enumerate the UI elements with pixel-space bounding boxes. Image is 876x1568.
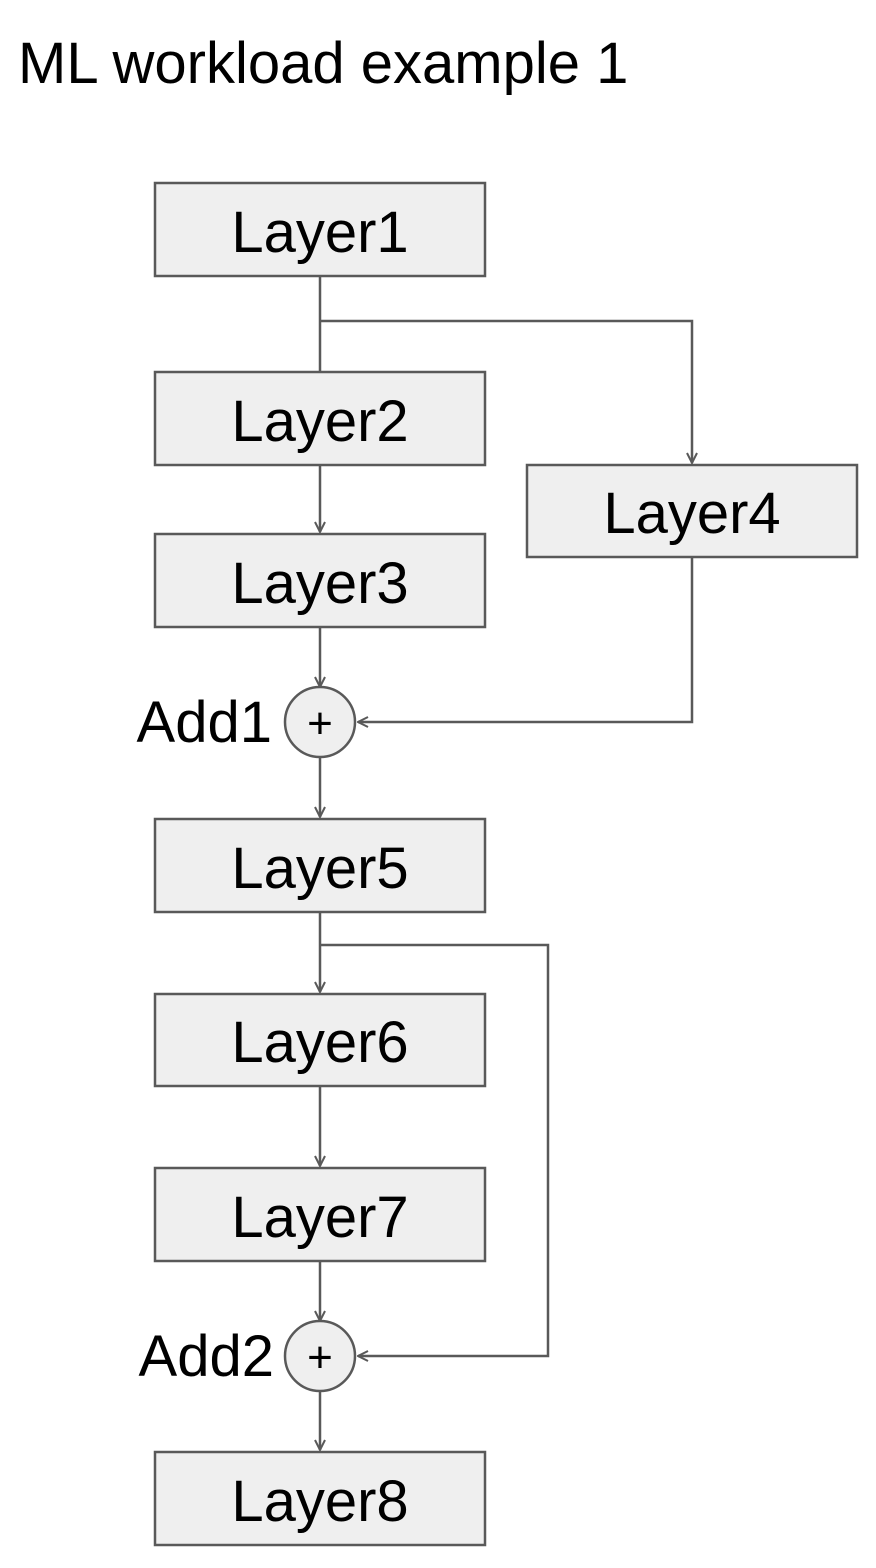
- layer-node-layer3: Layer3: [153, 532, 487, 629]
- layer-label: Layer7: [231, 1185, 408, 1250]
- layer-box: [153, 817, 487, 914]
- edge-layer5-add2: [320, 943, 550, 1356]
- plus-icon: +: [307, 699, 333, 748]
- page-title: ML workload example 1: [18, 31, 629, 96]
- layer-label: Layer1: [231, 200, 408, 265]
- layer-label: Layer8: [231, 1469, 408, 1534]
- layer-node-layer8: Layer8: [153, 1450, 487, 1547]
- add-label: Add2: [139, 1324, 274, 1389]
- add-node-add1: + Add1: [137, 685, 357, 759]
- add-node-add2: + Add2: [139, 1319, 357, 1393]
- plus-icon: +: [307, 1333, 333, 1382]
- layer-box: [153, 370, 487, 467]
- edge-layer4-add1: [358, 557, 694, 722]
- edges: [320, 276, 692, 1450]
- add-label: Add1: [137, 690, 272, 755]
- layer-label: Layer5: [231, 836, 408, 901]
- edge-layer1-layer4: [320, 319, 692, 463]
- add-circle: [283, 685, 357, 759]
- layer-box: [153, 532, 487, 629]
- layer-label: Layer2: [231, 389, 408, 454]
- layer-box: [153, 1450, 487, 1547]
- layer-label: Layer3: [231, 551, 408, 616]
- layer-node-layer7: Layer7: [153, 1166, 487, 1263]
- layer-box: [525, 463, 859, 559]
- layer-label: Layer4: [603, 481, 780, 546]
- layer-node-layer1: Layer1: [153, 181, 487, 278]
- add-circle: [283, 1319, 357, 1393]
- layer-node-layer4: Layer4: [525, 463, 859, 559]
- layer-label: Layer6: [231, 1010, 408, 1075]
- layer-box: [153, 992, 487, 1088]
- layer-node-layer2: Layer2: [153, 370, 487, 467]
- layer-box: [153, 1166, 487, 1263]
- layer-node-layer6: Layer6: [153, 992, 487, 1088]
- layer-node-layer5: Layer5: [153, 817, 487, 914]
- layer-box: [153, 181, 487, 278]
